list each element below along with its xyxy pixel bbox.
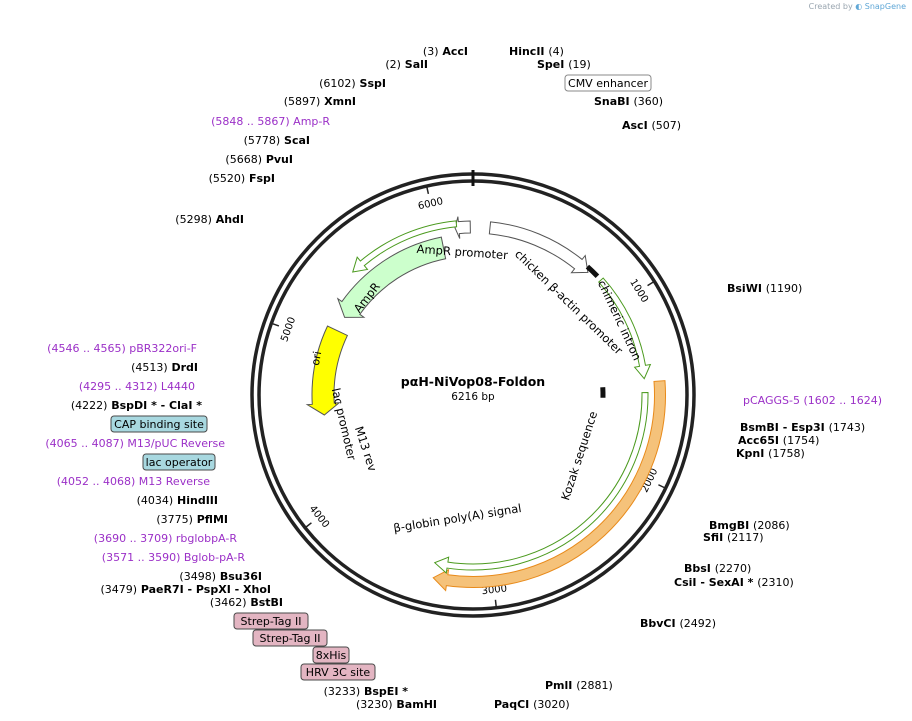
feature-label-ampr-promoter: AmpR promoter xyxy=(416,242,508,262)
site-label-acci[interactable]: (3) AccI xyxy=(423,45,468,58)
site-label-spei[interactable]: SpeI (19) xyxy=(537,58,591,71)
box-lac-operator: lac operator xyxy=(142,453,216,471)
snapgene-logo-icon: ◐ xyxy=(855,2,863,11)
site-label-csii-sexai[interactable]: CsiI - SexAI * (2310) xyxy=(674,576,794,589)
site-label-kpni[interactable]: KpnI (1758) xyxy=(736,447,805,460)
site-label-acc65i[interactable]: Acc65I (1754) xyxy=(738,434,819,447)
site-label-sspi[interactable]: (6102) SspI xyxy=(319,77,386,90)
primer-label-m13-reverse[interactable]: (4052 .. 4068) M13 Reverse xyxy=(57,475,210,488)
site-label-paer7i-pspxi-xhoi[interactable]: (3479) PaeR7I - PspXI - XhoI xyxy=(100,583,271,596)
feature-ampr-promoter[interactable] xyxy=(454,216,471,239)
site-label-bbsi[interactable]: BbsI (2270) xyxy=(684,562,751,575)
site-label-bsu36i[interactable]: (3498) Bsu36I xyxy=(179,570,262,583)
snapgene-credit: Created by ◐ SnapGene xyxy=(809,2,906,11)
box-cap-binding-site-text: CAP binding site xyxy=(114,418,204,431)
box-hrv-3c-site: HRV 3C site xyxy=(300,663,376,681)
box-cmv-enhancer-text: CMV enhancer xyxy=(568,77,648,90)
site-label-bmgbi[interactable]: BmgBI (2086) xyxy=(709,519,790,532)
primer-label-pcaggs-5[interactable]: pCAGGS-5 (1602 .. 1624) xyxy=(743,394,882,407)
site-label-bsmbi-esp3i[interactable]: BsmBI - Esp3I (1743) xyxy=(740,421,865,434)
site-label-bspei[interactable]: (3233) BspEI * xyxy=(324,685,409,698)
feature-insert-green[interactable] xyxy=(433,392,649,574)
site-label-xmni[interactable]: (5897) XmnI xyxy=(284,95,356,108)
feature-cba-promoter[interactable] xyxy=(488,221,589,274)
box-cmv-enhancer: CMV enhancer xyxy=(564,74,652,92)
feature-chimeric-intron[interactable] xyxy=(598,277,652,380)
plasmid-length: 6216 bp xyxy=(451,391,495,403)
ruler-label: 1000 xyxy=(627,277,650,304)
feature-label-kozak: Kozak sequence xyxy=(558,409,600,502)
site-label-ahdi[interactable]: (5298) AhdI xyxy=(175,213,244,226)
ruler-tick xyxy=(304,522,312,529)
credit-prefix: Created by xyxy=(808,2,853,11)
box-lac-operator-text: lac operator xyxy=(146,456,213,469)
box-strep-tag-1: Strep-Tag II xyxy=(233,612,309,630)
credit-brand: SnapGene xyxy=(864,2,906,11)
site-label-hincii[interactable]: HincII (4) xyxy=(509,45,564,58)
ruler-tick xyxy=(494,599,498,608)
primer-label-l4440[interactable]: (4295 .. 4312) L4440 xyxy=(79,380,195,393)
feature-label-ori: ori xyxy=(309,350,324,366)
site-label-bsiwi[interactable]: BsiWI (1190) xyxy=(727,282,802,295)
site-label-drdi[interactable]: (4513) DrdI xyxy=(131,361,198,374)
site-label-scai[interactable]: (5778) ScaI xyxy=(244,134,310,147)
primer-label-bglob-pa-r[interactable]: (3571 .. 3590) Bglob-pA-R xyxy=(102,551,246,564)
ruler-label: 5000 xyxy=(279,316,298,344)
box-hrv-3c-site-text: HRV 3C site xyxy=(306,666,371,679)
ruler-tick xyxy=(425,185,430,195)
site-label-hindiii[interactable]: (4034) HindIII xyxy=(137,494,218,507)
box-strep-tag-2: Strep-Tag II xyxy=(252,629,328,647)
feature-label-lac-promoter: lac promoter xyxy=(329,387,359,462)
site-label-bbvci[interactable]: BbvCI (2492) xyxy=(640,617,716,630)
feature-ampr-outline[interactable] xyxy=(352,220,458,273)
site-label-fspi[interactable]: (5520) FspI xyxy=(209,172,275,185)
feature-ori[interactable] xyxy=(305,325,349,416)
box-strep-tag-1-text: Strep-Tag II xyxy=(241,615,302,628)
box-8xhis-text: 8xHis xyxy=(316,649,347,662)
primer-label-amp-r[interactable]: (5848 .. 5867) Amp-R xyxy=(211,115,330,128)
feature-marker-bar xyxy=(585,264,600,278)
box-cap-binding-site: CAP binding site xyxy=(110,415,208,433)
plasmid-name: pαH-NiVop08-Foldon xyxy=(401,374,545,389)
primer-label-m13-puc-reverse[interactable]: (4065 .. 4087) M13/pUC Reverse xyxy=(45,437,225,450)
plasmid-backbone xyxy=(250,170,696,618)
feature-label-globin-polya: β-globin poly(A) signal xyxy=(392,501,522,535)
site-label-sali[interactable]: (2) SalI xyxy=(385,58,428,71)
primer-label-rbglobpa-r[interactable]: (3690 .. 3709) rbglobpA-R xyxy=(94,532,238,545)
site-label-snabi[interactable]: SnaBI (360) xyxy=(594,95,663,108)
feature-ampr[interactable] xyxy=(336,236,447,318)
site-label-bamhi[interactable]: (3230) BamHI xyxy=(356,698,437,711)
site-labels: (3) AccI HincII (4) (2) SalI SpeI (19) (… xyxy=(71,45,865,711)
feature-insert-orange[interactable] xyxy=(432,380,666,592)
site-label-pvui[interactable]: (5668) PvuI xyxy=(225,153,293,166)
site-label-bstbi[interactable]: (3462) BstBI xyxy=(210,596,283,609)
site-label-paqci[interactable]: PaqCI (3020) xyxy=(494,698,570,711)
box-8xhis: 8xHis xyxy=(312,646,350,664)
ruler-tick xyxy=(271,322,280,327)
ruler-tick xyxy=(658,484,666,489)
site-label-asci[interactable]: AscI (507) xyxy=(622,119,681,132)
site-label-pflmi[interactable]: (3775) PflMI xyxy=(156,513,228,526)
site-label-sfii[interactable]: SfiI (2117) xyxy=(703,531,764,544)
site-label-pmli[interactable]: PmlI (2881) xyxy=(545,679,613,692)
primer-label-pbr322ori-f[interactable]: (4546 .. 4565) pBR322ori-F xyxy=(47,342,197,355)
ruler-label: 4000 xyxy=(307,503,331,530)
site-label-bspdi-clai[interactable]: (4222) BspDI * - ClaI * xyxy=(71,399,202,412)
ruler-label: 6000 xyxy=(417,196,444,212)
primer-labels: (5848 .. 5867) Amp-R (4546 .. 4565) pBR3… xyxy=(45,115,882,564)
features xyxy=(305,216,666,592)
box-strep-tag-2-text: Strep-Tag II xyxy=(260,632,321,645)
ruler-tick xyxy=(647,280,655,287)
